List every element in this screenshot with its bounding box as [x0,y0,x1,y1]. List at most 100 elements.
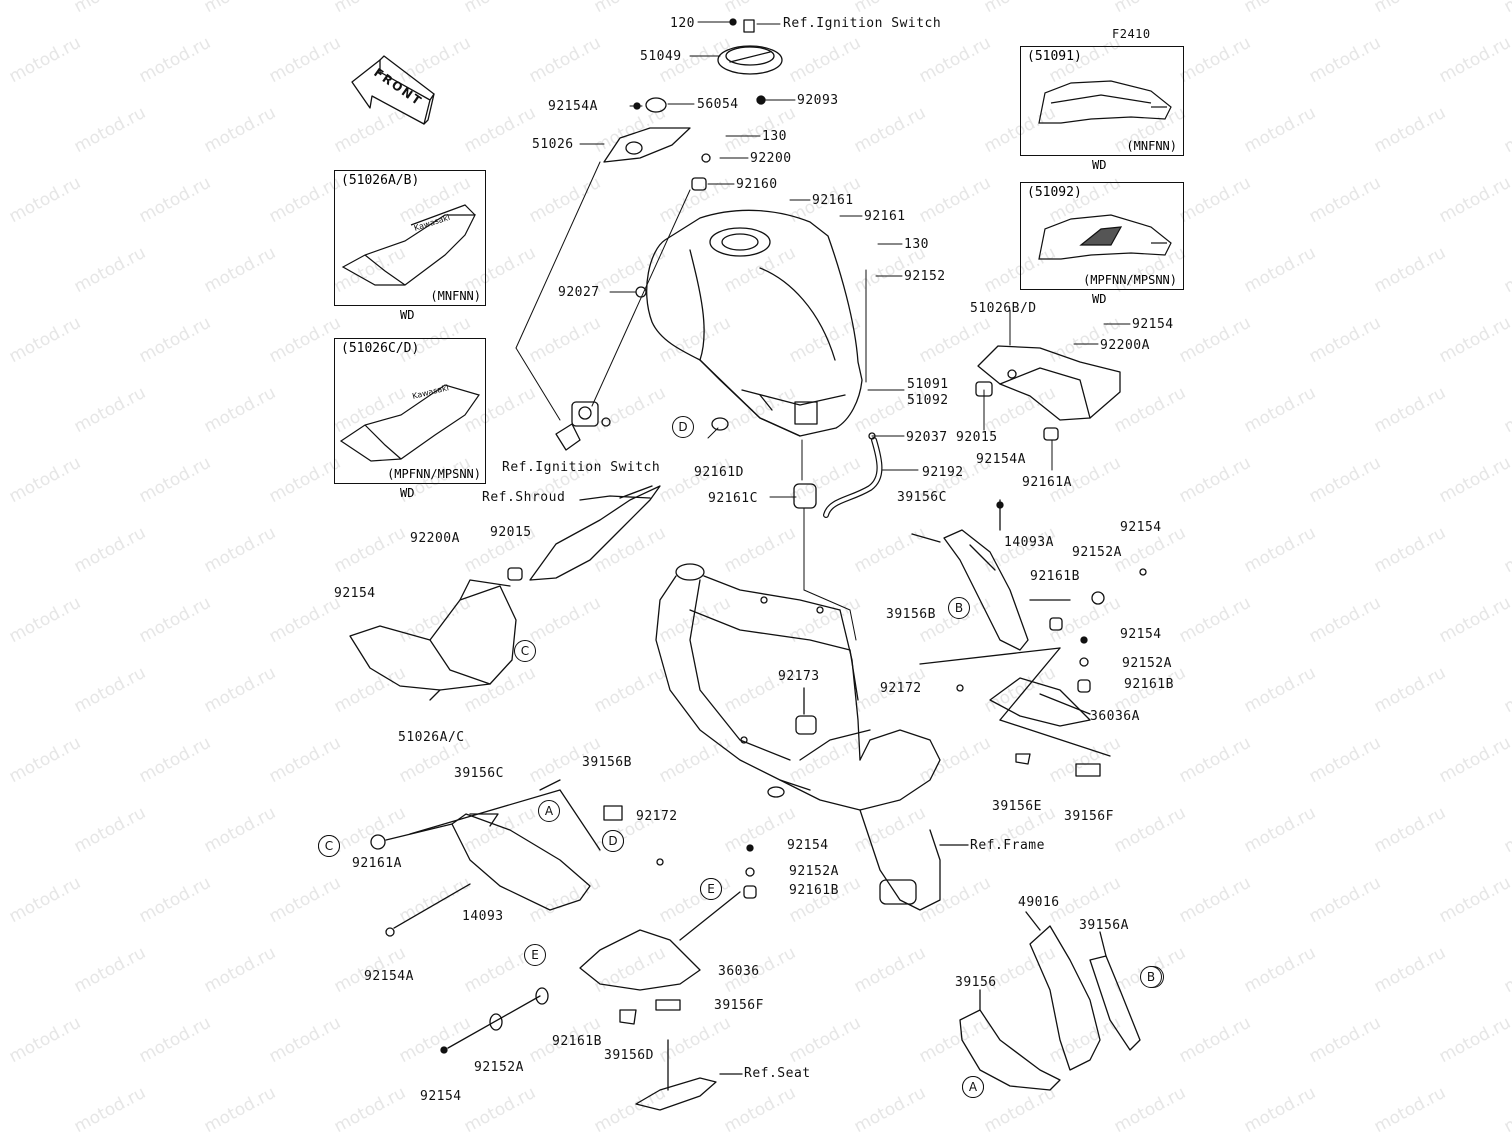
callout-marker-b: B [948,597,970,619]
part-label: 92015 [490,525,532,540]
part-label: 92015 [956,430,998,445]
inset-title: (51092) [1027,185,1082,200]
part-label: 92154 [1132,317,1174,332]
part-label: 130 [904,237,929,252]
inset-artwork: Kawasaki [341,204,476,286]
part-label: 92154A [364,969,414,984]
inset-artwork: Kawasaki [339,383,480,462]
part-label: 92161B [789,883,839,898]
part-label: 39156C [454,766,504,781]
part-label: 92154A [976,452,1026,467]
part-label: Ref.Frame [970,838,1045,853]
part-label: 49016 [1018,895,1060,910]
bracket-36036 [440,844,757,1054]
bracket-36036a [919,636,1111,777]
inner-cover-14093a [911,499,1147,651]
part-label: 39156F [714,998,764,1013]
callout-marker-e: E [524,944,546,966]
leader-lines [515,21,1131,641]
part-label: 92152A [474,1060,524,1075]
inset-wd: WD [400,486,415,500]
part-label: 39156A [1079,918,1129,933]
part-label: 92152A [789,864,839,879]
part-label: 39156C [897,490,947,505]
part-label: 39156F [1064,809,1114,824]
part-label: 51026A/C [398,730,465,745]
hose-92192 [711,417,883,518]
part-label: 92161B [1124,677,1174,692]
part-label: 39156 [955,975,997,990]
fuel-tank [646,209,863,437]
inset-variant: (MNFNN) [1126,139,1177,153]
part-label: 51049 [640,49,682,64]
inset-51026cd: (51026C/D) Kawasaki (MPFNN/MPSNN) [334,338,486,484]
cover-49016 [959,911,1141,1091]
part-label: 92154A [548,99,598,114]
part-label: 120 [670,16,695,31]
diagram-code: F2410 [1112,27,1151,41]
part-label: 92152A [1072,545,1122,560]
callout-marker-d: D [602,830,624,852]
part-label: 39156E [992,799,1042,814]
inset-variant: (MNFNN) [430,289,481,303]
inset-51091: (51091) (MNFNN) [1020,46,1184,156]
callout-marker-e: E [700,878,722,900]
inset-variant: (MPFNN/MPSNN) [1083,273,1177,287]
front-arrow-icon [351,55,435,125]
part-label: 92093 [797,93,839,108]
part-label: 92161 [812,193,854,208]
part-label: 92160 [736,177,778,192]
inset-wd: WD [1092,292,1107,306]
ignition-switch [555,401,611,451]
part-label: 92161C [708,491,758,506]
part-label: 92173 [778,669,820,684]
inner-cover-14093 [370,779,664,937]
callout-marker-a: A [962,1076,984,1098]
part-label: Ref.Ignition Switch [502,460,661,475]
part-label: 92154 [420,1089,462,1104]
part-label: Ref.Shroud [482,490,566,505]
side-cover-51026bd [975,345,1121,441]
part-label: 92161B [1030,569,1080,584]
inset-51092: (51092) (MPFNN/MPSNN) [1020,182,1184,290]
part-label: 92027 [558,285,600,300]
part-label: 36036A [1090,709,1140,724]
part-label: 92154 [1120,627,1162,642]
inset-title: (51026C/D) [341,341,420,356]
svg-text:Kawasaki: Kawasaki [413,213,451,233]
part-label: 92200A [410,531,460,546]
part-label: 14093 [462,909,504,924]
part-label: 39156B [582,755,632,770]
part-label: 92152 [904,269,946,284]
part-label: 92161B [552,1034,602,1049]
side-cover-51026ac [349,579,517,701]
part-label: 92154 [787,838,829,853]
part-label: 92192 [922,465,964,480]
part-label: 92161 [864,209,906,224]
inset-title: (51026A/B) [341,173,420,188]
part-label: 39156D [604,1048,654,1063]
part-label: 51092 [907,393,949,408]
part-label: 39156B [886,607,936,622]
inset-wd: WD [1092,158,1107,172]
part-label: 92200A [1100,338,1150,353]
seat-ref [635,1039,743,1111]
part-label: 92172 [880,681,922,696]
part-label: 92154 [1120,520,1162,535]
part-label: 92161D [694,465,744,480]
part-label: 92161A [352,856,402,871]
inset-artwork [1038,80,1172,124]
callout-marker-a: A [538,800,560,822]
inset-title: (51091) [1027,49,1082,64]
cover-51026 [603,127,711,298]
part-label: 92161A [1022,475,1072,490]
callout-marker-d: D [672,416,694,438]
inset-artwork [1038,214,1172,260]
fuel-cap-51049 [633,18,783,113]
inset-51026ab: (51026A/B) Kawasaki (MNFNN) [334,170,486,306]
part-label: 92172 [636,809,678,824]
part-label: 92154 [334,586,376,601]
part-label: 56054 [697,97,739,112]
